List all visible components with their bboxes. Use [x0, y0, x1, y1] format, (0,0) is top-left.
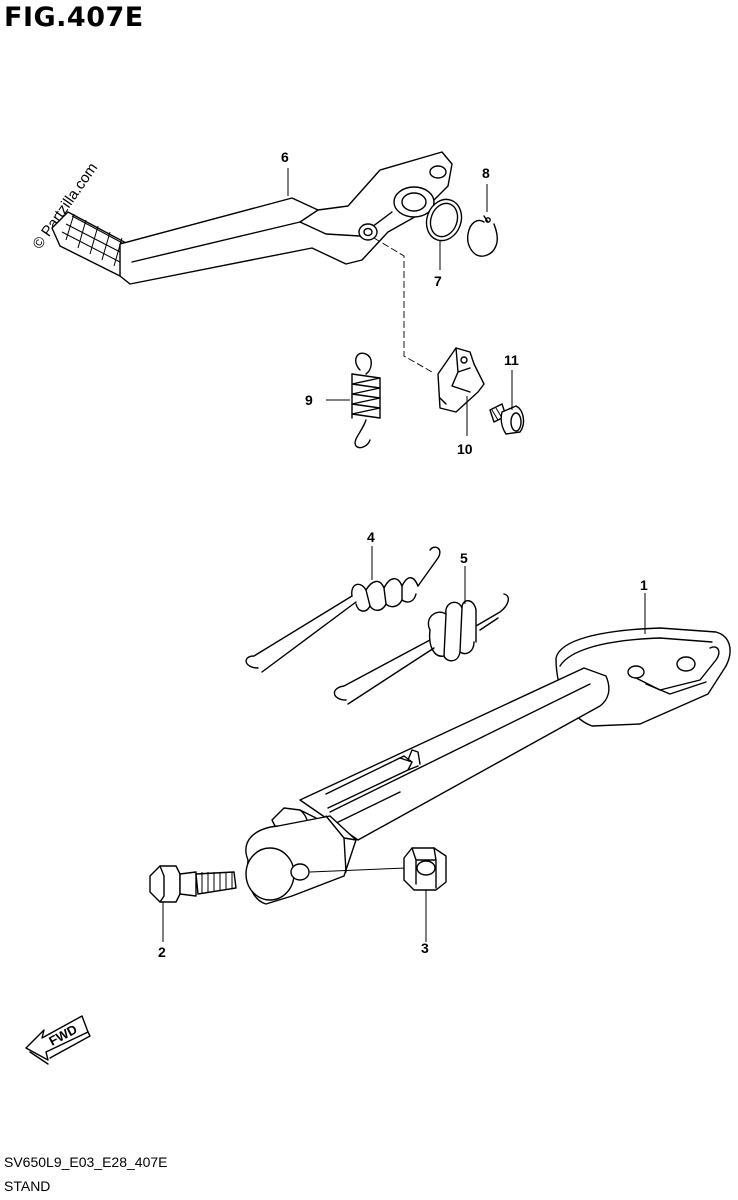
part-6-pedal — [51, 151, 453, 373]
callout-4: 4 — [367, 529, 375, 545]
callout-9: 9 — [305, 392, 313, 408]
callout-11: 11 — [504, 352, 519, 368]
fwd-arrow-icon: FWD — [25, 1015, 91, 1065]
callout-8: 8 — [482, 165, 490, 181]
part-2-pivot-bolt — [149, 865, 237, 903]
callout-1: 1 — [640, 577, 648, 593]
diagram-name: STAND — [4, 1178, 51, 1194]
part-8-circlip — [467, 215, 498, 257]
part-3-nut — [403, 847, 447, 891]
part-5-spring — [333, 593, 510, 705]
part-7-washer — [425, 198, 463, 242]
part-4-spring — [245, 546, 441, 673]
part-10-bracket — [437, 347, 485, 413]
diagram-code: SV650L9_E03_E28_407E — [4, 1154, 168, 1170]
part-9-spring — [351, 352, 381, 449]
part-11-bolt — [489, 403, 525, 435]
leader-lines — [162, 168, 646, 942]
callout-10: 10 — [457, 441, 473, 457]
part-1-sidestand — [245, 627, 731, 905]
figure-title: FIG.407E — [4, 2, 144, 33]
callout-2: 2 — [158, 944, 166, 960]
callout-7: 7 — [434, 273, 442, 289]
callout-3: 3 — [421, 940, 429, 956]
callout-5: 5 — [460, 550, 468, 566]
callout-6: 6 — [281, 149, 289, 165]
